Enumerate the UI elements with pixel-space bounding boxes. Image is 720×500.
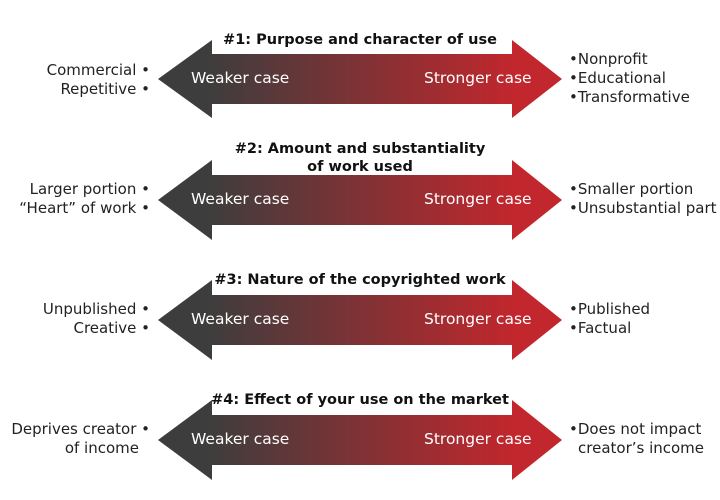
stronger-case-label: Stronger case (424, 310, 532, 328)
factor-4: #4: Effect of your use on the market Wea… (0, 360, 720, 480)
weaker-factors-list: Deprives creator of income (11, 420, 150, 458)
factor-title: #3: Nature of the copyrighted work (0, 271, 720, 289)
double-arrow (158, 140, 562, 240)
factor-title-line: #3: Nature of the copyrighted work (214, 272, 506, 288)
weaker-factors-list: Larger portion “Heart” of work (19, 180, 150, 218)
stronger-factors-list: Published Factual (569, 300, 650, 338)
factor-title-line: #1: Purpose and character of use (223, 32, 497, 48)
factor-title: #2: Amount and substantiality of work us… (0, 140, 720, 176)
stronger-case-label: Stronger case (424, 190, 532, 208)
stronger-factor: Factual (569, 319, 650, 338)
weaker-case-label: Weaker case (191, 310, 290, 328)
weaker-case-label: Weaker case (191, 69, 290, 87)
factor-title-line: #2: Amount and substantiality (234, 141, 486, 157)
double-arrow (158, 268, 562, 360)
weaker-factor: Creative (43, 319, 150, 338)
factor-2: #2: Amount and substantiality of work us… (0, 120, 720, 240)
weaker-case-label: Weaker case (191, 430, 290, 448)
stronger-factors-list: Smaller portion Unsubstantial part (569, 180, 717, 218)
factor-title-line: of work used (307, 159, 413, 175)
factor-1: #1: Purpose and character of use Weaker … (0, 0, 720, 120)
factor-3: #3: Nature of the copyrighted work Weake… (0, 240, 720, 360)
weaker-factor: Larger portion (19, 180, 150, 199)
weaker-factor: Commercial (47, 61, 150, 80)
weaker-factor: of income (64, 439, 139, 457)
stronger-case-label: Stronger case (424, 69, 532, 87)
weaker-factor: Deprives creator (11, 420, 150, 439)
stronger-factor: Does not impact (569, 420, 704, 439)
weaker-factor: Repetitive (47, 80, 150, 99)
stronger-factors-list: Does not impact creator’s income (569, 420, 704, 458)
factor-title: #4: Effect of your use on the market (0, 391, 720, 409)
double-arrow (158, 388, 562, 480)
weaker-factor: “Heart” of work (19, 199, 150, 218)
stronger-factor: Smaller portion (569, 180, 717, 199)
stronger-case-label: Stronger case (424, 430, 532, 448)
weaker-factors-list: Commercial Repetitive (47, 61, 150, 99)
stronger-factor: Unsubstantial part (569, 199, 717, 218)
weaker-case-label: Weaker case (191, 190, 290, 208)
stronger-factors-list: Nonprofit Educational Transformative (569, 50, 690, 107)
stronger-factor: Transformative (569, 88, 690, 107)
stronger-factor: Educational (569, 69, 690, 88)
weaker-factor: Unpublished (43, 300, 150, 319)
factor-title-line: #4: Effect of your use on the market (211, 392, 509, 408)
weaker-factors-list: Unpublished Creative (43, 300, 150, 338)
stronger-factor: creator’s income (578, 439, 705, 457)
double-arrow (158, 27, 562, 118)
stronger-factor: Nonprofit (569, 50, 690, 69)
stronger-factor: Published (569, 300, 650, 319)
factor-title: #1: Purpose and character of use (0, 31, 720, 49)
